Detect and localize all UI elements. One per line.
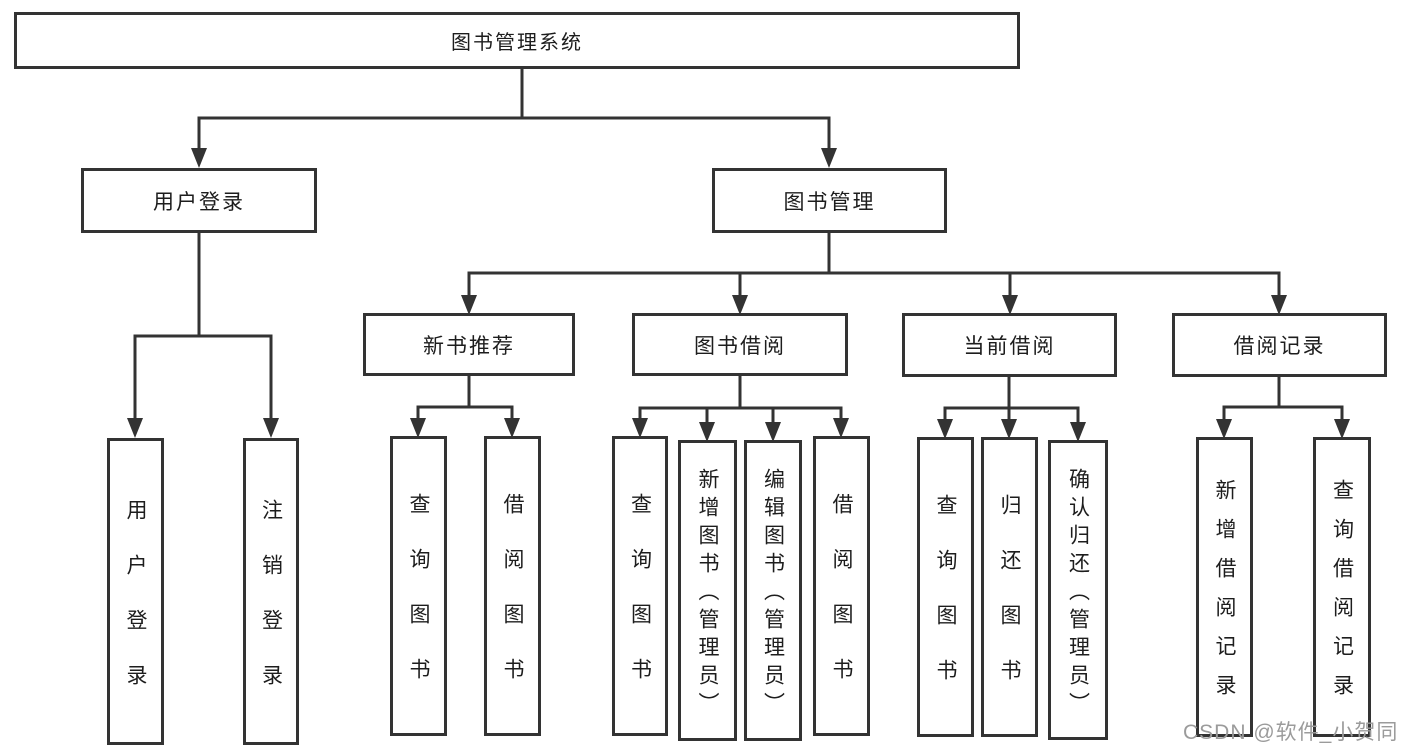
node-new-book-recommendation: 新书推荐 <box>363 313 575 376</box>
leaf-borrowing-add-books-admin-label: 新增图书（管理员） <box>696 468 719 720</box>
leaf-borrowing-edit-books-admin: 编辑图书（管理员） <box>744 440 802 741</box>
leaf-records-query-record: 查询借阅记录 <box>1313 437 1371 737</box>
leaf-borrowing-query-books: 查询图书 <box>612 436 668 736</box>
leaf-user-login-label: 用户登录 <box>124 498 147 719</box>
node-book-borrowing: 图书借阅 <box>632 313 848 376</box>
node-library-system: 图书管理系统 <box>14 12 1020 69</box>
leaf-records-query-record-label: 查询借阅记录 <box>1330 479 1354 713</box>
leaf-records-add-record-label: 新增借阅记录 <box>1213 479 1236 713</box>
leaf-recommend-query-books-label: 查询图书 <box>407 493 430 713</box>
leaf-current-return-books-label: 归还图书 <box>998 494 1021 714</box>
leaf-logout: 注销登录 <box>243 438 299 745</box>
leaf-borrowing-borrow-books-label: 借阅图书 <box>830 493 853 713</box>
leaf-current-return-books: 归还图书 <box>981 437 1038 737</box>
leaf-borrowing-edit-books-admin-label: 编辑图书（管理员） <box>761 468 785 720</box>
leaf-current-query-books: 查询图书 <box>917 437 974 737</box>
leaf-recommend-borrow-books-label: 借阅图书 <box>501 493 524 713</box>
node-book-management: 图书管理 <box>712 168 947 233</box>
leaf-recommend-query-books: 查询图书 <box>390 436 447 736</box>
leaf-logout-label: 注销登录 <box>259 498 283 719</box>
leaf-user-login: 用户登录 <box>107 438 164 745</box>
node-current-borrowing: 当前借阅 <box>902 313 1117 377</box>
leaf-borrowing-query-books-label: 查询图书 <box>628 493 652 713</box>
leaf-borrowing-add-books-admin: 新增图书（管理员） <box>678 440 737 741</box>
leaf-borrowing-borrow-books: 借阅图书 <box>813 436 870 736</box>
leaf-records-add-record: 新增借阅记录 <box>1196 437 1253 737</box>
leaf-current-query-books-label: 查询图书 <box>934 494 957 714</box>
node-borrowing-records: 借阅记录 <box>1172 313 1387 377</box>
watermark: CSDN @软件_小贺同学 <box>1183 721 1399 744</box>
leaf-recommend-borrow-books: 借阅图书 <box>484 436 541 736</box>
leaf-current-confirm-return-admin-label: 确认归还（管理员） <box>1066 467 1090 720</box>
node-user-login: 用户登录 <box>81 168 317 233</box>
leaf-current-confirm-return-admin: 确认归还（管理员） <box>1048 440 1108 740</box>
